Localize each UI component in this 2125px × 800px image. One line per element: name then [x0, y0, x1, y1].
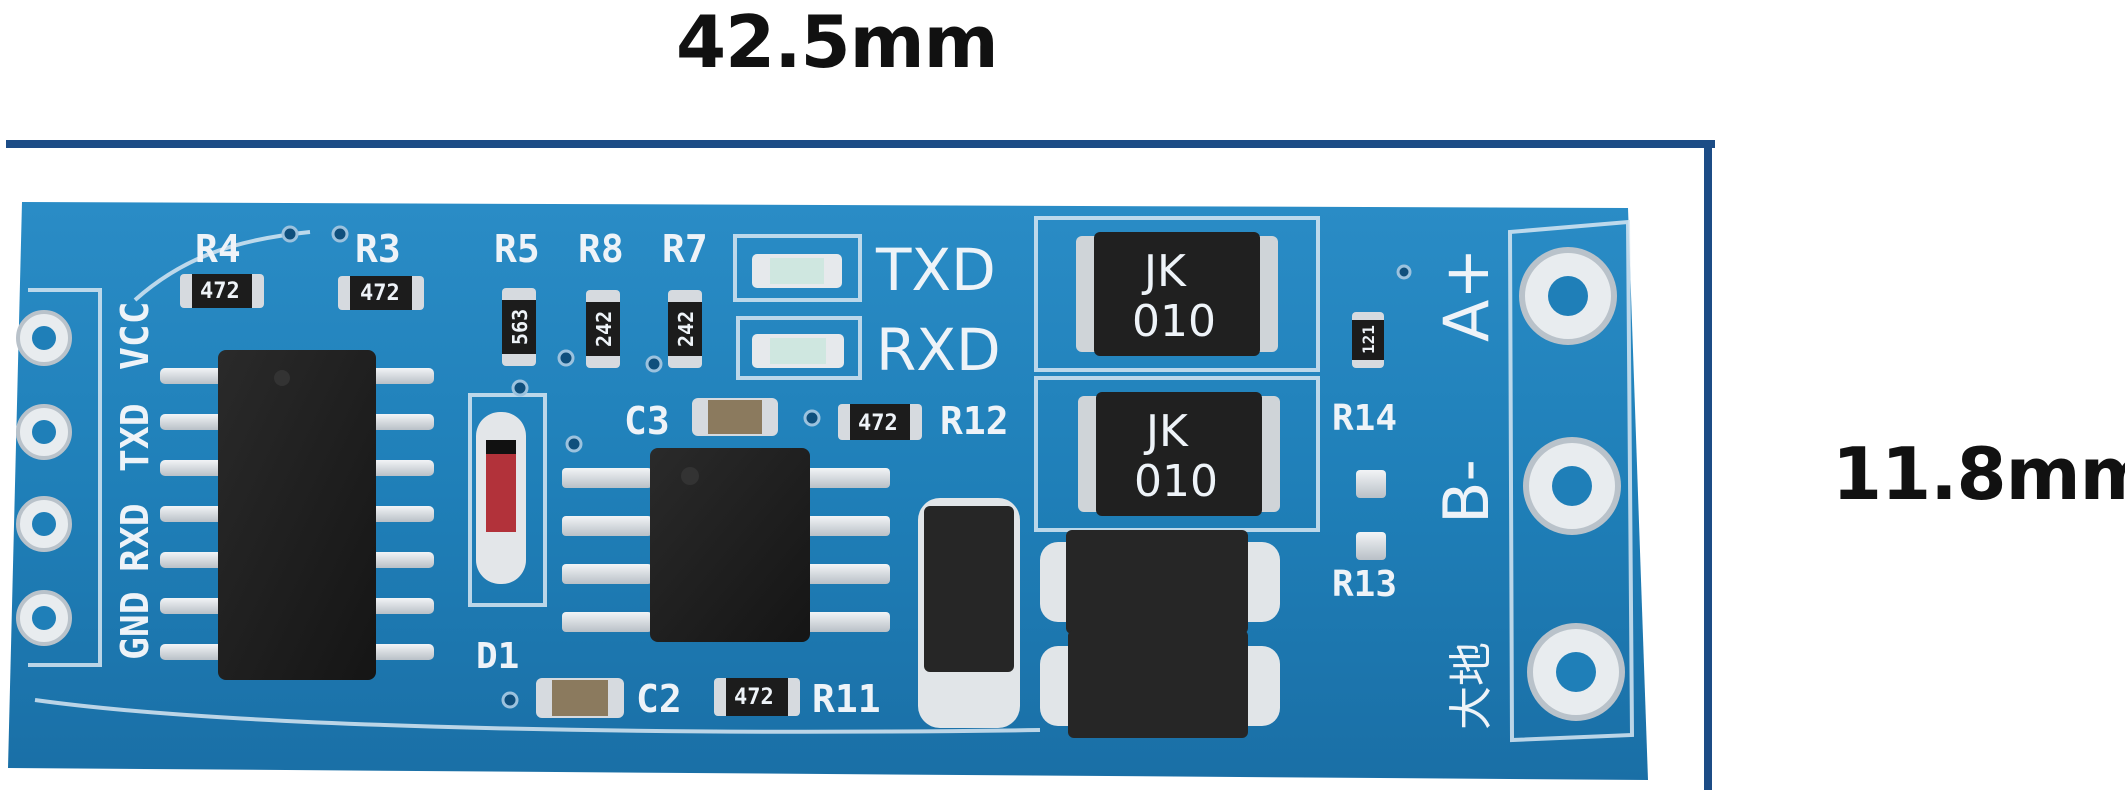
label-r7: R7 [662, 227, 708, 271]
label-r11: R11 [812, 677, 881, 721]
svg-text:472: 472 [360, 281, 400, 306]
resistor-r3: 472 [338, 276, 424, 310]
height-dimension-label: 11.8mm [1832, 432, 2125, 516]
label-txd: TXD [875, 236, 996, 304]
label-d1: D1 [476, 636, 519, 677]
svg-text:472: 472 [858, 411, 898, 436]
svg-text:472: 472 [734, 685, 774, 710]
capacitor-c3 [692, 398, 778, 436]
svg-text:JK: JK [1143, 406, 1189, 457]
resistor-r7: 242 [668, 290, 702, 368]
diode-d1 [476, 412, 526, 584]
width-dimension-label: 42.5mm [676, 0, 999, 84]
label-r3: R3 [355, 227, 401, 271]
label-r5: R5 [494, 227, 540, 271]
pin-header-labels: GND RXD TXD VCC [113, 301, 157, 660]
svg-text:JK: JK [1141, 246, 1187, 297]
label-r8: R8 [578, 227, 624, 271]
resistor-r5: 563 [502, 288, 536, 366]
label-r12: R12 [940, 399, 1009, 443]
resistor-r12: 472 [838, 404, 922, 440]
terminal-label-a: A+ [1430, 248, 1503, 342]
pin-label-txd: TXD [113, 403, 157, 472]
pin-label-gnd: GND [113, 591, 157, 660]
tvs-diode-vertical [918, 498, 1020, 728]
svg-text:121: 121 [1359, 325, 1378, 354]
svg-text:010: 010 [1134, 456, 1218, 507]
soic8-chip [562, 448, 890, 642]
pin-label-rxd: RXD [113, 503, 157, 572]
led-rxd [752, 334, 844, 368]
label-r14: R14 [1332, 398, 1397, 439]
label-r4: R4 [195, 227, 241, 271]
label-r13: R13 [1332, 564, 1397, 605]
resistor-r4: 472 [180, 274, 264, 308]
terminal-label-b: B- [1430, 459, 1503, 524]
resistor-r13-pads [1356, 470, 1386, 560]
tvs-diode-1 [1040, 530, 1280, 634]
resistor-r14: 121 [1352, 312, 1384, 368]
svg-text:242: 242 [592, 311, 616, 347]
tvs-diode-2 [1040, 630, 1280, 738]
height-measure-line [1704, 140, 1712, 790]
svg-text:563: 563 [508, 309, 532, 345]
terminal-label-ground: 大地 [1446, 642, 1497, 730]
resistor-r8: 242 [586, 290, 620, 368]
resistor-r11: 472 [714, 678, 800, 716]
svg-text:242: 242 [674, 311, 698, 347]
svg-text:010: 010 [1132, 296, 1216, 347]
fuse-1: JK 010 [1076, 232, 1278, 356]
pin-label-vcc: VCC [113, 301, 157, 370]
soic16-chip [160, 350, 434, 680]
led-txd [752, 254, 842, 288]
fuse-2: JK 010 [1078, 392, 1280, 516]
label-c3: C3 [624, 399, 670, 443]
label-rxd: RXD [876, 316, 1001, 384]
svg-text:472: 472 [200, 279, 240, 304]
label-c2: C2 [636, 677, 682, 721]
width-measure-line [6, 140, 1715, 148]
vias [281, 225, 1412, 709]
capacitor-c2 [536, 678, 624, 718]
